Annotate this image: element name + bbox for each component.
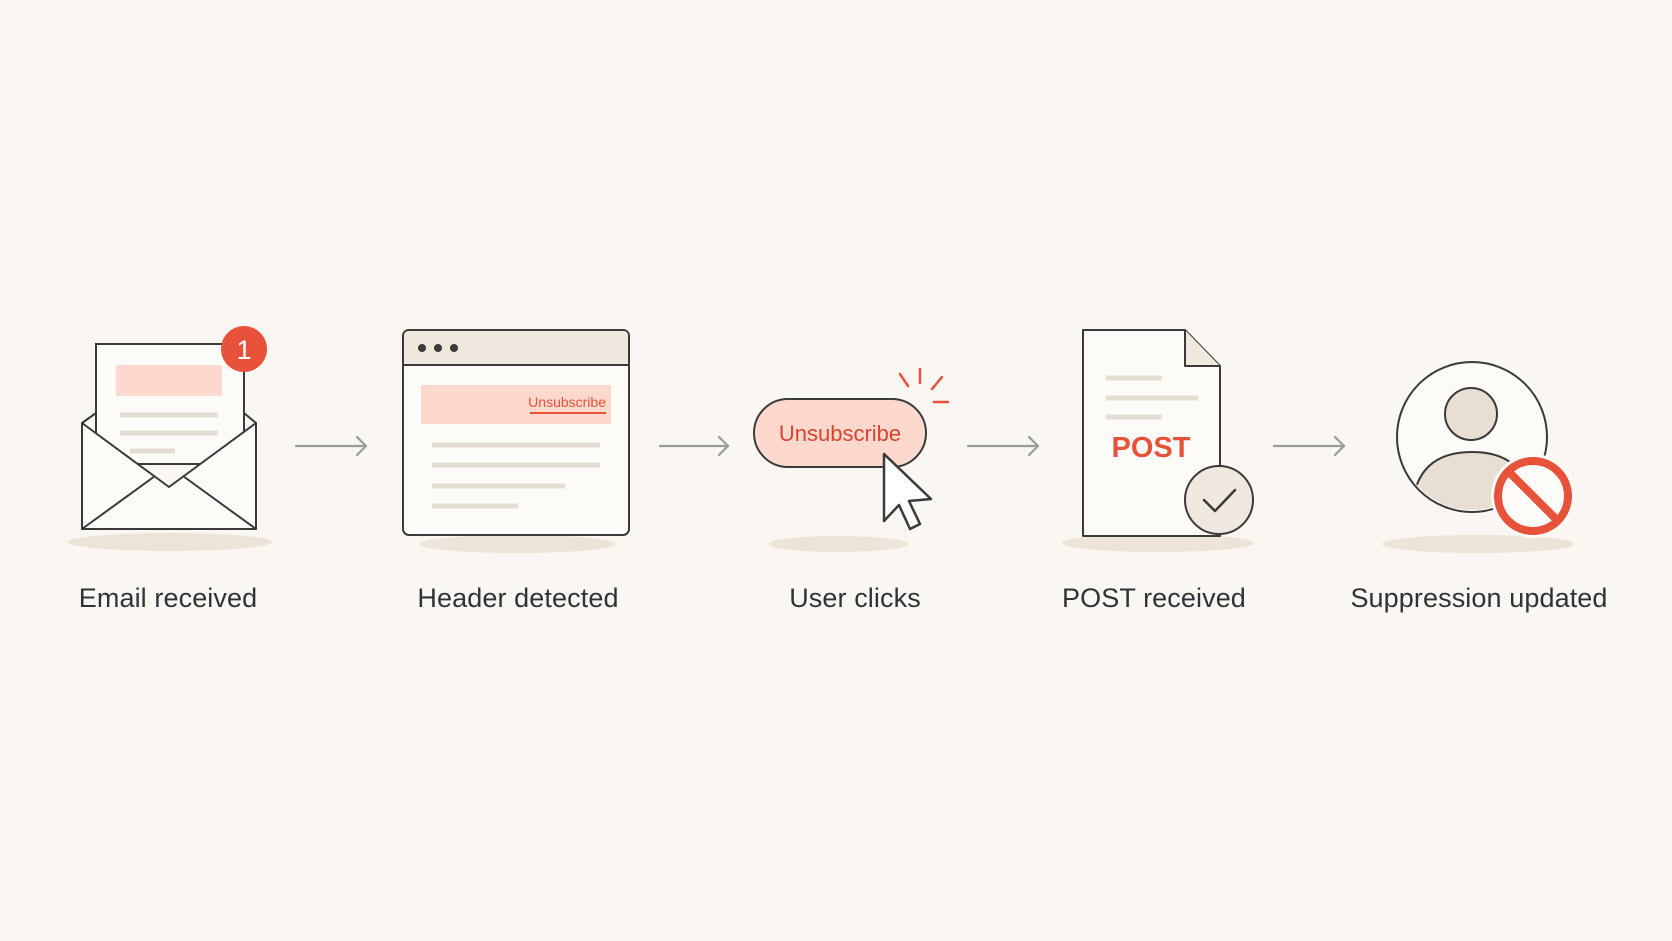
browser-window-icon: Unsubscribe xyxy=(402,329,630,536)
arrow-right-icon xyxy=(658,435,730,457)
prohibited-icon xyxy=(1491,454,1575,538)
step-label-suppression-updated: Suppression updated xyxy=(1350,583,1608,613)
document-icon: POST xyxy=(1082,329,1221,537)
step-header-detected: Unsubscribe xyxy=(402,329,630,553)
step-email-received: 1 xyxy=(68,326,272,551)
checkmark-icon xyxy=(1184,465,1254,535)
step-label-header-detected: Header detected xyxy=(417,583,619,613)
step-user-clicks: Unsubscribe xyxy=(753,367,950,552)
arrow-right-icon xyxy=(294,435,368,457)
user-shadow xyxy=(1382,535,1574,553)
arrow-right-icon xyxy=(966,435,1040,457)
unsubscribe-header-link: Unsubscribe xyxy=(528,394,606,410)
step-label-post-received: POST received xyxy=(1062,583,1246,613)
button-shadow xyxy=(768,536,908,552)
arrow-right-icon xyxy=(1272,435,1346,457)
envelope-icon xyxy=(81,343,257,530)
step-post-received: POST xyxy=(1062,329,1254,552)
unsubscribe-button-illustration: Unsubscribe xyxy=(753,398,927,468)
post-label: POST xyxy=(1112,432,1191,464)
document-shadow xyxy=(1062,534,1254,552)
step-label-user-clicks: User clicks xyxy=(789,583,921,613)
envelope-shadow xyxy=(68,533,272,551)
click-burst-icon xyxy=(898,367,950,404)
unsubscribe-button-text: Unsubscribe xyxy=(779,421,901,446)
step-label-email-received: Email received xyxy=(78,583,258,613)
badge-count: 1 xyxy=(236,335,251,365)
window-shadow xyxy=(420,535,616,553)
cursor-icon xyxy=(882,452,933,531)
notification-badge: 1 xyxy=(221,326,267,372)
step-suppression-updated xyxy=(1382,361,1575,553)
